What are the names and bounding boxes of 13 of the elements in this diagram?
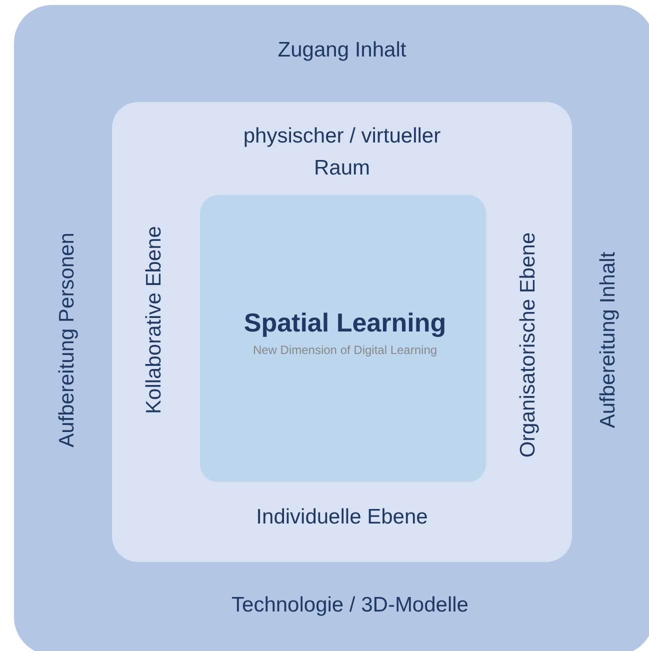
subtitle-text: New Dimension of Digital Learning xyxy=(252,342,438,358)
label-text: Individuelle Ebene xyxy=(256,504,428,530)
label-text: Zugang Inhalt xyxy=(278,37,406,64)
label-text: Aufbereitung Inhalt xyxy=(595,252,620,428)
label-text: Aufbereitung Personen xyxy=(54,232,80,448)
outer-panel xyxy=(14,5,649,651)
center-panel xyxy=(200,195,486,482)
label-text: Organisatorische Ebene xyxy=(515,232,540,458)
title-text: Spatial Learning xyxy=(244,307,446,339)
label-text: Kollaborative Ebene xyxy=(141,226,166,414)
label-text: physischer / virtueller Raum xyxy=(242,124,442,181)
inner-panel xyxy=(112,102,572,562)
label-text: Technologie / 3D-Modelle xyxy=(232,592,468,618)
